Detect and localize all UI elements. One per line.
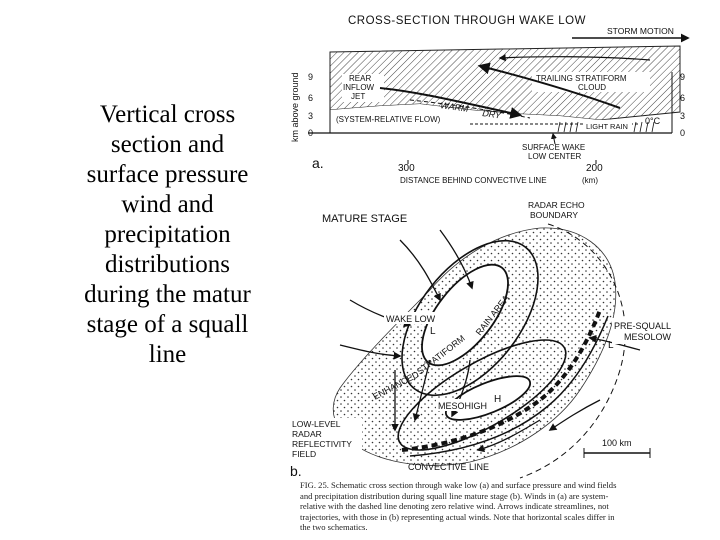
surface-low-arrow (550, 132, 557, 145)
gust-front (409, 315, 609, 457)
trailing-box (532, 72, 650, 92)
rear-inflow-label: REAR (349, 74, 371, 83)
pre-squall-box (612, 318, 684, 344)
caption-line: section and (110, 131, 225, 158)
radar-echo-label: RADAR ECHO (528, 200, 585, 210)
caption-line: Vertical cross (99, 101, 236, 128)
scale-label: 100 km (602, 438, 632, 448)
convective-line (401, 309, 602, 452)
mesohigh-label: MESOHIGH (438, 401, 487, 411)
figure-caption-line: trajectories, with those in (b) represen… (300, 511, 615, 522)
y-tick-right: 0 (680, 128, 685, 138)
mesohigh-symbol: H (494, 394, 501, 405)
caption-line: surface pressure (86, 161, 249, 188)
x-axis-label: DISTANCE BEHIND CONVECTIVE LINE (400, 176, 547, 185)
y-tick-left: 6 (308, 93, 313, 103)
storm-motion-label: STORM MOTION (607, 26, 674, 36)
figure-caption: FIG. 25. Schematic cross section through… (300, 480, 705, 533)
light-rain-box (584, 121, 632, 131)
x-tick: 200 (586, 163, 603, 174)
caption-line: precipitation (104, 221, 231, 248)
rear-inflow-label: JET (351, 92, 365, 101)
low-level-label: FIELD (292, 449, 316, 459)
trailing-label: TRAILING STRATIFORM (536, 74, 627, 83)
figure-caption-line: relative with the dashed line denoting z… (300, 501, 609, 511)
panel-a-letter: a. (312, 155, 324, 171)
y-tick-right: 6 (680, 93, 685, 103)
rear-inflow-arrow (379, 87, 523, 119)
low-level-box (290, 418, 362, 458)
panel-a-title: CROSS-SECTION THROUGH WAKE LOW (348, 15, 586, 27)
light-rain-label: LIGHT RAIN (586, 122, 628, 131)
y-tick-left: 3 (308, 111, 313, 121)
surface-wake-label: SURFACE WAKE (522, 143, 585, 152)
figure-caption-line: the two schematics. (300, 522, 368, 532)
caption-line: during the matur (84, 281, 251, 308)
slide-caption: Vertical cross section and surface press… (55, 100, 280, 370)
caption-line: distributions (104, 251, 230, 278)
front-to-rear-arrow (477, 62, 621, 109)
mature-stage-label: MATURE STAGE (322, 213, 407, 225)
low-level-label: LOW-LEVEL (292, 419, 341, 429)
y-tick-right: 3 (680, 111, 685, 121)
wake-low-isobar (421, 263, 509, 367)
low-level-label: REFLECTIVITY (292, 439, 352, 449)
y-tick-right: 9 (680, 72, 685, 82)
panel-b-plan-view: MATURE STAGE RADAR ECHO BOUNDARY RAI (290, 200, 684, 479)
y-axis-label: km above ground (290, 72, 300, 142)
wake-low-label: WAKE LOW (386, 314, 436, 324)
caption-line: wind and (121, 191, 214, 218)
light-rain-streaks (557, 121, 655, 133)
surface-wake-label: LOW CENTER (528, 152, 582, 161)
rear-inflow-box (342, 74, 384, 102)
upper-flow-arrow (498, 54, 651, 62)
x-axis-unit: (km) (582, 176, 598, 185)
mesohigh-box (436, 399, 490, 411)
figure-caption-line: FIG. 25. Schematic cross section through… (300, 480, 617, 490)
convective-line-label: CONVECTIVE LINE (408, 462, 489, 472)
trailing-label: CLOUD (578, 83, 606, 92)
radar-echo-boundary (519, 223, 626, 479)
warm-dry-descent (409, 99, 531, 119)
wake-low-box (384, 312, 442, 324)
x-tick: 300 (398, 163, 415, 174)
panel-a-cross-section: CROSS-SECTION THROUGH WAKE LOW STORM MOT… (290, 15, 690, 185)
rear-inflow-label: INFLOW (343, 83, 375, 92)
zero-c-label: 0°C (645, 116, 661, 126)
pre-squall-symbol: L (608, 340, 614, 351)
wake-low-isobar-outer (401, 239, 539, 397)
wake-low-symbol: L (430, 326, 436, 337)
radar-echo-label: BOUNDARY (530, 210, 578, 220)
caption-line: stage of a squall (86, 311, 249, 338)
pre-squall-label: MESOLOW (624, 332, 672, 342)
system-flow-label: (SYSTEM-RELATIVE FLOW) (336, 115, 441, 124)
figure-caption-line: and precipitation distribution during sq… (300, 490, 609, 501)
wind-arrows (339, 229, 641, 453)
low-level-label: RADAR (292, 429, 322, 439)
y-tick-left: 0 (308, 128, 313, 138)
pre-squall-label: PRE-SQUALL (614, 321, 671, 331)
panel-b-letter: b. (290, 463, 302, 479)
dry-label: DRY (482, 108, 503, 121)
caption-line: line (148, 341, 187, 368)
y-tick-left: 9 (308, 72, 313, 82)
system-flow-box (334, 113, 462, 125)
warm-label: WARM (440, 100, 470, 114)
